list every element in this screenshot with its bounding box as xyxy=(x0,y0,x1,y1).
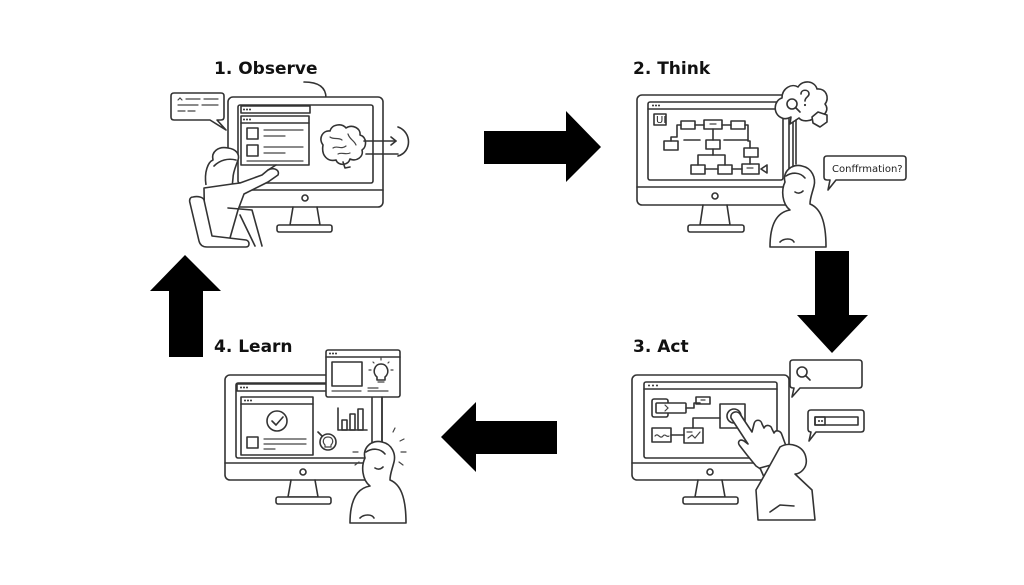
step-act: 3. Act xyxy=(631,337,865,521)
magnifier-icon xyxy=(786,98,801,113)
question-mark-icon xyxy=(800,89,810,107)
progress-bubble-icon xyxy=(807,409,865,442)
arrow-down-icon xyxy=(797,251,868,353)
arrow-right-icon xyxy=(484,111,601,182)
search-bubble-icon xyxy=(789,359,863,398)
step-label-think: 2. Think xyxy=(633,59,711,79)
step-label-act: 3. Act xyxy=(633,337,689,357)
lightbulb-icon xyxy=(368,357,394,383)
flowchart-icon xyxy=(663,119,768,175)
checkmark-icon xyxy=(266,410,288,432)
arrow-up-icon xyxy=(150,255,221,357)
popup-window xyxy=(325,349,401,446)
monitor-icon xyxy=(227,96,384,233)
arrow-left-icon xyxy=(441,402,557,472)
step-observe: 1. Observe xyxy=(170,59,410,248)
screen-tag-ui: UI xyxy=(656,115,666,126)
person-icon xyxy=(769,164,827,248)
confirmation-bubble-text: Conffrmation? xyxy=(832,164,903,175)
chair-icon xyxy=(188,195,250,248)
person-pointing-icon xyxy=(203,146,280,247)
step-label-observe: 1. Observe xyxy=(214,59,317,79)
brain-icon xyxy=(320,124,410,169)
person-icon xyxy=(755,443,816,521)
chat-bubble-icon xyxy=(170,92,227,131)
step-learn: 4. Learn xyxy=(214,337,407,524)
monitor-icon xyxy=(224,374,383,505)
bar-chart-icon xyxy=(337,407,368,431)
person-icon xyxy=(349,427,407,524)
thought-cloud-icon xyxy=(774,81,828,171)
step-label-learn: 4. Learn xyxy=(214,337,293,357)
step-think: 2. Think UI xyxy=(633,59,907,248)
confirmation-bubble: Conffrmation? xyxy=(823,155,907,191)
lightbulb-icon xyxy=(317,431,337,451)
monitor-icon: UI xyxy=(636,94,794,233)
